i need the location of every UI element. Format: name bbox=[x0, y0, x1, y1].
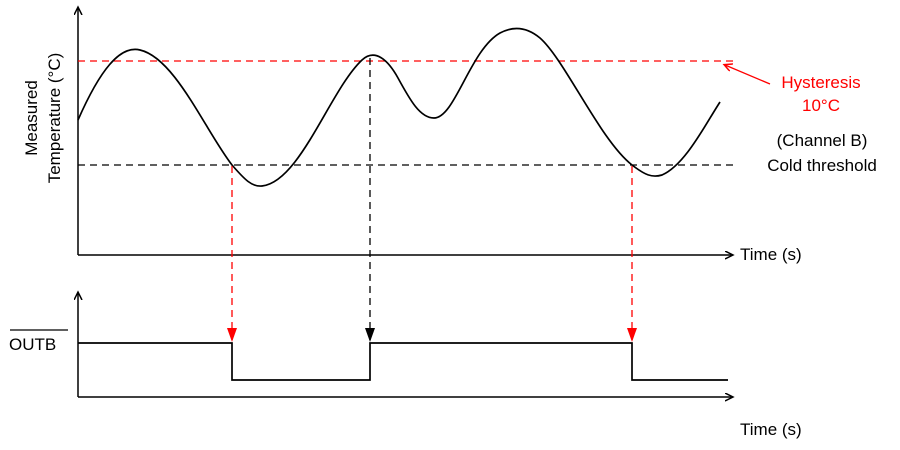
hysteresis-label-line1: Hysteresis bbox=[781, 73, 860, 92]
threshold-label-line2: Cold threshold bbox=[767, 156, 877, 175]
rising-edge-arrowhead bbox=[365, 328, 375, 342]
hysteresis-label-line2: 10°C bbox=[802, 96, 840, 115]
bottom-x-axis-label: Time (s) bbox=[740, 420, 802, 439]
outb-signal-label: OUTB bbox=[9, 335, 56, 354]
falling-edge-arrowhead-1 bbox=[227, 328, 237, 342]
top-y-axis-label-line2: Temperature (°C) bbox=[45, 53, 64, 184]
outb-waveform bbox=[78, 342, 728, 381]
temperature-waveform bbox=[77, 27, 721, 187]
hysteresis-pointer-arrow bbox=[725, 65, 771, 85]
top-y-axis-label-line1: Measured bbox=[22, 80, 41, 156]
falling-edge-arrowhead-2 bbox=[627, 328, 637, 342]
threshold-label-line1: (Channel B) bbox=[777, 131, 868, 150]
top-x-axis-label: Time (s) bbox=[740, 245, 802, 264]
